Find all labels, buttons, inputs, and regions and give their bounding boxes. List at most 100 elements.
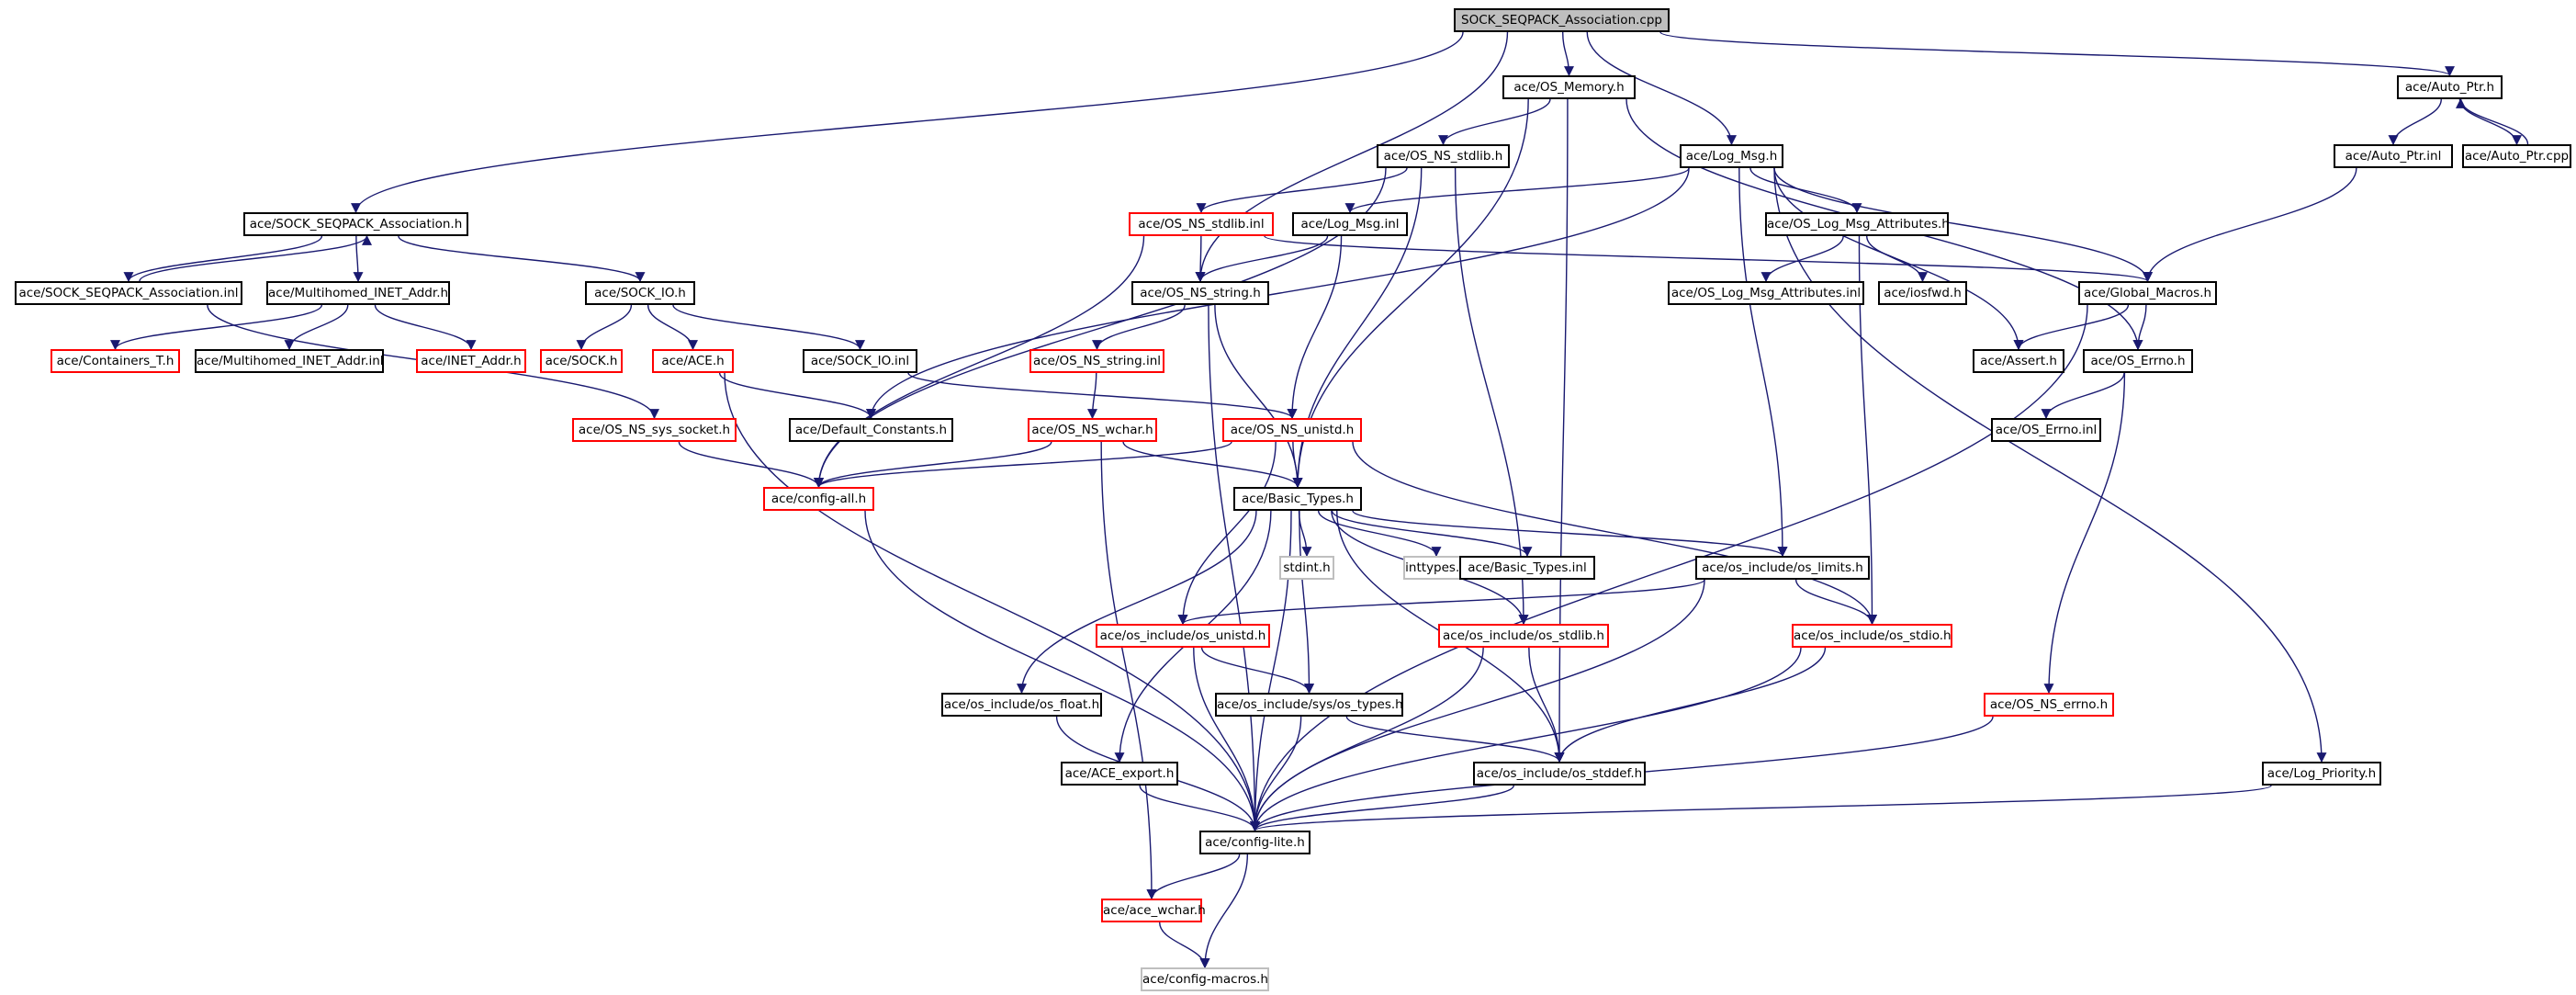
edge-os-ns-string-inl-to-os-ns-wchar-h <box>1087 372 1098 420</box>
edge-log-msg-h-to-global-macros-h <box>1773 167 2153 283</box>
edge-os-ns-unistd-h-to-config-all-h <box>814 441 1232 489</box>
edge-basic-types-h-to-os-limits-h <box>1352 510 1788 558</box>
node-os-stddef-h[interactable]: ace/os_include/os_stddef.h <box>1473 762 1646 786</box>
edge-root-to-log-msg-h <box>1586 31 1737 146</box>
edge-global-macros-h-to-os-errno-h <box>2132 304 2147 351</box>
node-os-float-h[interactable]: ace/os_include/os_float.h <box>941 693 1102 717</box>
node-os-log-msg-attr-h[interactable]: ace/OS_Log_Msg_Attributes.h <box>1765 212 1950 236</box>
edge-log-msg-inl-to-os-ns-unistd-h <box>1287 235 1343 420</box>
edge-log-priority-h-to-config-lite-h <box>1250 785 2272 832</box>
node-sock-io-inl[interactable]: ace/SOCK_IO.inl <box>803 349 917 373</box>
edge-multihomed-h-to-multihomed-inl <box>284 304 349 351</box>
node-os-ns-wchar-h[interactable]: ace/OS_NS_wchar.h <box>1028 418 1157 442</box>
edge-auto-ptr-cpp-to-auto-ptr-h <box>2456 97 2529 145</box>
node-os-ns-sys-socket-h[interactable]: ace/OS_NS_sys_socket.h <box>572 418 737 442</box>
node-sock-h[interactable]: ace/SOCK.h <box>540 349 623 373</box>
edge-ace-export-h-to-config-lite-h <box>1139 785 1260 832</box>
node-os-stdlib-h[interactable]: ace/os_include/os_stdlib.h <box>1438 624 1609 648</box>
node-os-ns-stdlib-inl[interactable]: ace/OS_NS_stdlib.inl <box>1129 212 1274 236</box>
node-os-errno-inl[interactable]: ace/OS_Errno.inl <box>1991 418 2101 442</box>
node-os-ns-stdlib-h[interactable]: ace/OS_NS_stdlib.h <box>1377 144 1510 168</box>
node-inttypes-h: inttypes.h <box>1403 556 1469 580</box>
node-sock-seqpack-inl[interactable]: ace/SOCK_SEQPACK_Association.inl <box>15 281 242 305</box>
node-log-msg-inl[interactable]: ace/Log_Msg.inl <box>1292 212 1408 236</box>
edge-os-ns-wchar-h-to-basic-types-h <box>1122 441 1303 489</box>
edge-os-unistd-h-to-config-lite-h <box>1193 647 1260 832</box>
edge-auto-ptr-h-to-auto-ptr-inl <box>2388 98 2442 146</box>
edge-os-ns-unistd-h-to-basic-types-h <box>1292 441 1303 489</box>
edge-os-stdio-h-to-config-lite-h <box>1250 647 1802 832</box>
edge-os-limits-h-to-os-stdio-h <box>1794 579 1877 626</box>
node-basic-types-inl[interactable]: ace/Basic_Types.inl <box>1459 556 1595 580</box>
node-config-lite-h[interactable]: ace/config-lite.h <box>1199 831 1310 854</box>
node-inet-addr-h[interactable]: ace/INET_Addr.h <box>416 349 526 373</box>
node-default-constants-h[interactable]: ace/Default_Constants.h <box>789 418 953 442</box>
edge-auto-ptr-h-to-auto-ptr-cpp <box>2458 98 2522 146</box>
node-multihomed-h[interactable]: ace/Multihomed_INET_Addr.h <box>266 281 450 305</box>
node-auto-ptr-cpp[interactable]: ace/Auto_Ptr.cpp <box>2462 144 2571 168</box>
node-ace-wchar-h[interactable]: ace/ace_wchar.h <box>1101 899 1206 922</box>
edge-os-log-msg-attr-h-to-os-log-msg-attr-inl <box>1760 235 1844 283</box>
edge-os-stdlib-h-to-config-lite-h <box>1250 647 1484 832</box>
edge-os-ns-string-h-to-os-ns-string-inl <box>1092 304 1186 351</box>
node-sock-seqpack-h[interactable]: ace/SOCK_SEQPACK_Association.h <box>243 212 468 236</box>
node-os-errno-h[interactable]: ace/OS_Errno.h <box>2083 349 2193 373</box>
edge-sock-io-h-to-sock-io-inl <box>672 304 865 351</box>
edge-sock-io-h-to-ace-h <box>647 304 698 351</box>
edge-basic-types-h-to-basic-types-inl <box>1331 510 1533 558</box>
edge-sock-seqpack-h-to-multihomed-h <box>353 235 364 283</box>
node-os-log-msg-attr-inl[interactable]: ace/OS_Log_Msg_Attributes.inl <box>1668 281 1864 305</box>
node-os-unistd-h[interactable]: ace/os_include/os_unistd.h <box>1096 624 1270 648</box>
node-os-ns-errno-h[interactable]: ace/OS_NS_errno.h <box>1984 693 2114 717</box>
node-os-memory-h[interactable]: ace/OS_Memory.h <box>1502 75 1636 99</box>
node-multihomed-inl[interactable]: ace/Multihomed_INET_Addr.inl <box>195 349 384 373</box>
edge-ace-h-to-default-constants-h <box>718 372 876 420</box>
edge-log-msg-h-to-os-log-msg-attr-h <box>1749 167 1862 214</box>
node-auto-ptr-inl[interactable]: ace/Auto_Ptr.inl <box>2334 144 2453 168</box>
edge-config-all-h-to-config-lite-h <box>864 510 1260 832</box>
edge-multihomed-h-to-inet-addr-h <box>374 304 477 351</box>
edge-os-memory-h-to-os-ns-stdlib-h <box>1438 98 1551 146</box>
node-auto-ptr-h[interactable]: ace/Auto_Ptr.h <box>2397 75 2503 99</box>
node-sock-io-h[interactable]: ace/SOCK_IO.h <box>585 281 695 305</box>
edge-config-lite-h-to-config-macros-h <box>1199 854 1249 969</box>
edge-os-ns-string-h-to-basic-types-h <box>1214 304 1303 489</box>
node-os-ns-unistd-h[interactable]: ace/OS_NS_unistd.h <box>1222 418 1362 442</box>
node-os-types-h[interactable]: ace/os_include/sys/os_types.h <box>1215 693 1403 717</box>
edge-log-msg-h-to-assert-h <box>1773 167 2024 351</box>
node-assert-h[interactable]: ace/Assert.h <box>1973 349 2064 373</box>
node-os-limits-h[interactable]: ace/os_include/os_limits.h <box>1695 556 1870 580</box>
node-ace-export-h[interactable]: ace/ACE_export.h <box>1061 762 1178 786</box>
node-ace-h[interactable]: ace/ACE.h <box>652 349 734 373</box>
edge-log-msg-h-to-log-priority-h <box>1773 167 2327 763</box>
node-root: SOCK_SEQPACK_Association.cpp <box>1454 8 1670 32</box>
edge-os-limits-h-to-os-unistd-h <box>1177 579 1705 626</box>
node-iosfwd-h[interactable]: ace/iosfwd.h <box>1878 281 1967 305</box>
edge-os-ns-sys-socket-h-to-config-all-h <box>678 441 824 489</box>
edge-log-msg-h-to-default-constants-h <box>866 167 1690 420</box>
edge-root-to-auto-ptr-h <box>1659 31 2455 77</box>
node-log-priority-h[interactable]: ace/Log_Priority.h <box>2262 762 2381 786</box>
edge-auto-ptr-inl-to-global-macros-h <box>2143 167 2357 283</box>
edge-os-errno-h-to-os-errno-inl <box>2041 372 2125 420</box>
edge-log-msg-h-to-log-msg-inl <box>1344 167 1690 214</box>
edge-log-msg-inl-to-os-ns-string-h <box>1195 235 1329 283</box>
node-basic-types-h[interactable]: ace/Basic_Types.h <box>1233 487 1362 511</box>
node-os-stdio-h[interactable]: ace/os_include/os_stdio.h <box>1792 624 1952 648</box>
node-log-msg-h[interactable]: ace/Log_Msg.h <box>1680 144 1783 168</box>
node-os-ns-string-h[interactable]: ace/OS_NS_string.h <box>1131 281 1269 305</box>
edge-basic-types-h-to-os-float-h <box>1017 510 1257 695</box>
edge-os-stddef-h-to-config-lite-h <box>1250 785 1514 832</box>
edge-os-stdlib-h-to-os-stddef-h <box>1528 647 1565 763</box>
node-os-ns-string-inl[interactable]: ace/OS_NS_string.inl <box>1029 349 1164 373</box>
node-stdint-h: stdint.h <box>1279 556 1334 580</box>
edge-os-ns-unistd-h-to-os-unistd-h <box>1177 441 1277 626</box>
node-global-macros-h[interactable]: ace/Global_Macros.h <box>2078 281 2217 305</box>
edge-basic-types-h-to-inttypes-h <box>1317 510 1442 558</box>
node-containers-t-h[interactable]: ace/Containers_T.h <box>51 349 180 373</box>
edge-config-lite-h-to-ace-wchar-h <box>1146 854 1241 900</box>
node-config-all-h[interactable]: ace/config-all.h <box>763 487 874 511</box>
edge-os-ns-stdlib-h-to-os-stdlib-h <box>1454 167 1529 626</box>
